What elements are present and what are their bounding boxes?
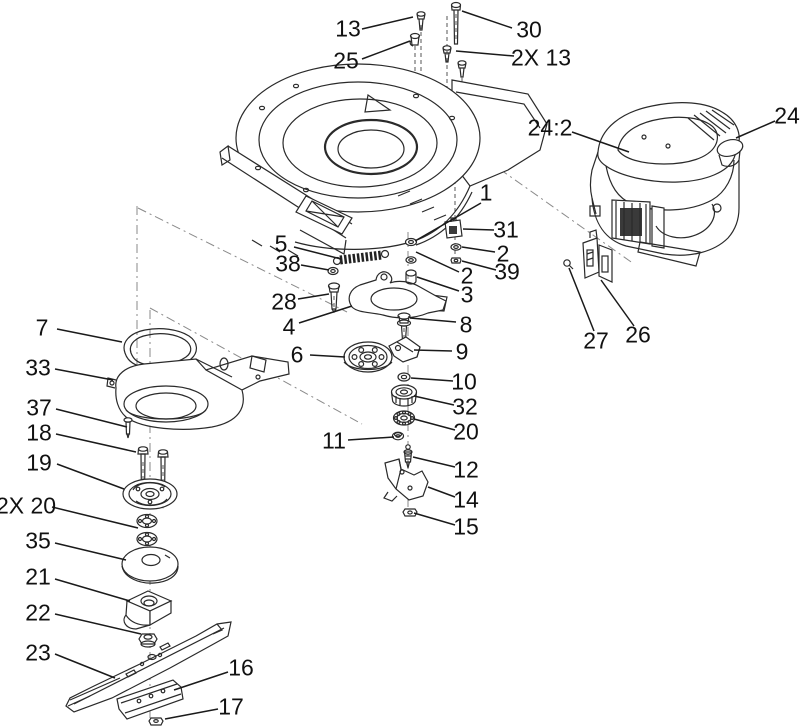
part-10-washer [397,372,411,382]
callout-32: 32 [452,393,478,420]
callout-30: 30 [516,16,542,43]
part-20-bearings-2x [136,513,158,547]
callout-23: 23 [25,639,51,666]
callout-22: 22 [25,599,51,626]
callout-21: 21 [25,563,51,590]
callout-20: 20 [453,418,479,445]
mower-deck [219,63,548,257]
callout-9: 9 [455,338,469,365]
callout-7: 7 [35,314,49,341]
callout-2x13: 2X 13 [510,44,572,71]
callout-31: 31 [493,216,519,243]
part-1-washer [404,237,418,247]
callout-13: 13 [335,15,361,42]
part-2-washer-b [450,243,462,251]
part-11-nut [391,431,405,441]
part-6-pulley [343,341,393,373]
callout-38: 38 [275,250,301,277]
callout-17: 17 [218,693,244,720]
callout-10: 10 [451,368,477,395]
callout-3: 3 [460,281,474,308]
part-27-screw [563,259,574,270]
callout-11: 11 [322,427,346,454]
part-2-washer [405,256,417,264]
callout-16: 16 [228,654,254,681]
part-4-brake-arm [348,271,448,319]
callout-6: 6 [290,341,304,368]
callout-26: 26 [625,321,651,348]
part-13-screws-2x [442,45,467,78]
part-17-nut [148,717,164,726]
callout-25: 25 [333,47,359,74]
part-19-pulley [122,478,178,510]
callout-5: 5 [274,230,288,257]
callout-15: 15 [453,513,479,540]
part-28-bolt [327,282,341,314]
part-33-housing [106,355,290,430]
callout-37: 37 [26,394,52,421]
part-30-bolt [450,1,462,45]
part-14-bracket [383,458,429,502]
part-38-washer [327,266,339,276]
part-23-blade [65,621,232,713]
engine [589,102,744,267]
callout-8: 8 [459,311,473,338]
part-35-disc [121,546,179,584]
part-13-screw [416,11,426,31]
callout-14: 14 [453,486,479,513]
callout-2a: 2 [496,240,510,267]
part-15-nut [402,508,418,517]
part-20-bearing [392,410,416,426]
leader-lines [51,10,776,720]
callout-12: 12 [453,456,479,483]
part-22-nut [138,633,158,648]
part-37-bolt [123,417,133,439]
callout-24-2: 24:2 [527,114,573,141]
part-3-bushing [405,269,417,285]
callout-28: 28 [271,288,297,315]
callout-24: 24 [774,102,800,129]
callout-4: 4 [282,313,296,340]
part-32-cup [390,384,418,407]
callout-19: 19 [26,449,52,476]
part-21-blade-adapter [123,590,173,630]
part-12-pin [403,444,413,469]
callout-1: 1 [479,179,493,206]
callout-27: 27 [583,327,609,354]
callout-2x20: 2X 20 [0,492,57,519]
part-8-bolt [396,312,412,341]
callout-39: 39 [494,258,520,285]
part-9-bracket [388,336,421,363]
callout-2b: 2 [460,262,474,289]
part-16-plate [116,679,184,720]
callout-18: 18 [26,419,52,446]
callout-35: 35 [25,527,51,554]
part-25-spacer [409,32,421,47]
part-39-nut [450,257,462,264]
part-26-bracket [582,229,613,283]
callout-33: 33 [25,354,51,381]
